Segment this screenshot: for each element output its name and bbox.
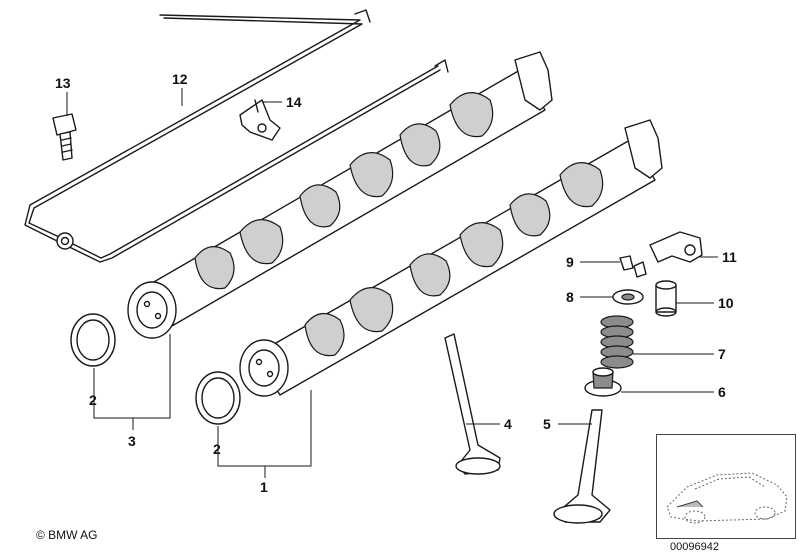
callout-5: 5 xyxy=(543,416,551,432)
callout-8: 8 xyxy=(566,289,574,305)
callout-3: 3 xyxy=(128,433,136,449)
callout-11: 11 xyxy=(722,249,737,265)
bolt xyxy=(52,113,77,161)
callout-14: 14 xyxy=(286,94,302,110)
callout-2-left: 2 xyxy=(89,392,97,408)
valve-collets xyxy=(619,255,647,278)
callout-4: 4 xyxy=(504,416,512,432)
valve-spring xyxy=(600,315,634,369)
vehicle-thumbnail xyxy=(656,434,796,539)
callout-6: 6 xyxy=(718,384,726,400)
valve-intake xyxy=(444,333,501,475)
copyright-label: © BMW AG xyxy=(36,528,98,542)
callout-9: 9 xyxy=(566,254,574,270)
callout-2-right: 2 xyxy=(213,441,221,457)
callout-1: 1 xyxy=(260,479,268,495)
rocker-arm xyxy=(649,231,703,263)
camshaft-lower xyxy=(239,119,663,397)
valve-stem-seal xyxy=(584,367,622,397)
callout-10: 10 xyxy=(718,295,734,311)
camshaft-upper xyxy=(127,51,553,339)
valve-exhaust xyxy=(553,409,611,524)
car-outline-icon xyxy=(666,472,788,524)
callout-13: 13 xyxy=(55,75,71,91)
leader-lines xyxy=(66,88,718,478)
seal-ring-lower xyxy=(195,371,241,425)
seal-ring-upper xyxy=(70,313,116,367)
bracket xyxy=(239,99,281,141)
lash-adjuster xyxy=(655,280,677,317)
callout-7: 7 xyxy=(718,346,726,362)
spring-retainer xyxy=(612,289,644,305)
callout-12: 12 xyxy=(172,71,188,87)
document-id: 00096942 xyxy=(670,541,719,553)
oil-pipe xyxy=(24,9,449,263)
